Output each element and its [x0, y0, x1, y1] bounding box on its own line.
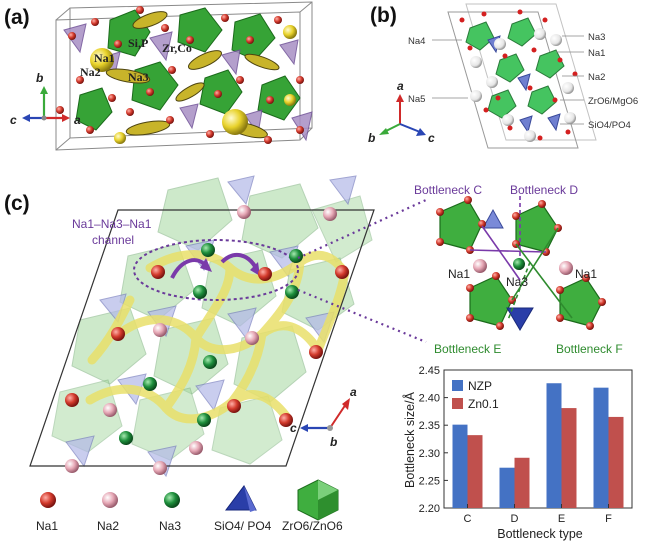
label-sip: Si,P: [128, 36, 148, 50]
axis-b-c-label: c: [428, 131, 435, 145]
legend-na3-label: Na3: [159, 519, 181, 533]
bottleneck-c-label: Bottleneck C: [414, 183, 482, 197]
chart-y-tick-label: 2.35: [419, 420, 440, 432]
chart-y-tick-label: 2.40: [419, 393, 440, 405]
panel-a-polyhedra: [64, 8, 312, 140]
bottleneck-c-line: [482, 226, 520, 280]
bottleneck-e-label: Bottleneck E: [434, 342, 501, 356]
axis-c-b-label: b: [330, 435, 337, 449]
panel-c: (c): [4, 176, 632, 541]
bottleneck-d-label: Bottleneck D: [510, 183, 578, 197]
chart-y-axis-label: Bottleneck size/Å: [402, 391, 417, 488]
axis-c-label: c: [10, 113, 17, 127]
chart-bar-zn01-e: [562, 408, 577, 508]
label-zro6-mgo6: ZrO6/MgO6: [588, 96, 638, 107]
label-na2: Na2: [80, 65, 101, 79]
chart-y-tick-label: 2.30: [419, 448, 440, 460]
chart-legend: NZP Zn0.1: [452, 379, 499, 411]
chart-bar-zn01-f: [609, 417, 624, 508]
inset-na1-right-label: Na1: [575, 267, 597, 281]
legend-na1-swatch: [40, 492, 56, 508]
axis-c-a-label: a: [350, 385, 357, 399]
legend-na3-swatch: [164, 492, 180, 508]
axis-c-c-label: c: [290, 421, 297, 435]
label-na3: Na3: [128, 70, 149, 84]
legend-sio4-label: SiO4/ PO4: [214, 519, 272, 533]
panel-c-label: (c): [4, 192, 30, 215]
label-na4: Na4: [408, 36, 425, 47]
chart-x-ticks: C D E F: [464, 504, 613, 525]
channel-title-line1: Na1–Na3–Na1: [72, 217, 152, 231]
panel-a-label: (a): [4, 6, 30, 29]
legend-na2-label: Na2: [97, 519, 119, 533]
legend-na1-label: Na1: [36, 519, 58, 533]
panel-b-polyhedra: [466, 18, 564, 132]
panel-b: (b): [368, 4, 638, 148]
chart-bar-zn01-c: [468, 435, 483, 508]
label-zrco: Zr,Co: [162, 41, 192, 55]
chart-legend-swatch: [452, 398, 463, 409]
legend-zro6-label: ZrO6/ZnO6: [282, 519, 343, 533]
axis-b-label: b: [36, 71, 43, 85]
panel-c-axis-triad: a c b: [290, 385, 357, 449]
label-na1: Na1: [94, 51, 115, 65]
chart-x-tick-label: D: [511, 513, 519, 525]
axis-b-a-label: a: [397, 79, 404, 93]
legend-na2-swatch: [102, 492, 118, 508]
inset-na1-left-label: Na1: [448, 267, 470, 281]
panel-b-axis-triad: a b c: [368, 79, 435, 145]
inset-na3-label: Na3: [506, 275, 528, 289]
channel-title-line2: channel: [92, 233, 134, 247]
chart-legend-label: Zn0.1: [468, 397, 499, 411]
chart-bar-zn01-d: [515, 458, 530, 508]
label-b-na1: Na1: [588, 48, 605, 59]
bottleneck-f-label: Bottleneck F: [556, 342, 623, 356]
chart-legend-swatch: [452, 380, 463, 391]
chart-bar-nzp-d: [500, 468, 515, 508]
panel-b-label: (b): [370, 4, 397, 27]
chart-bar-nzp-e: [547, 383, 562, 508]
bottleneck-size-bar-chart: 2.20 2.25 2.30 2.35 2.40 2.45 C D E F NZP Zn0.1 B…: [402, 365, 632, 541]
chart-y-tick-label: 2.45: [419, 365, 440, 377]
chart-x-axis-label: Bottleneck type: [497, 527, 583, 541]
label-b-na2: Na2: [588, 72, 605, 83]
chart-x-tick-label: E: [558, 513, 565, 525]
chart-x-tick-label: F: [605, 513, 612, 525]
chart-y-tick-label: 2.20: [419, 503, 440, 515]
chart-bar-nzp-c: [453, 425, 468, 508]
chart-y-tick-label: 2.25: [419, 475, 440, 487]
label-b-na3: Na3: [588, 32, 605, 43]
chart-legend-label: NZP: [468, 379, 492, 393]
panel-c-legend: Na1 Na2 Na3 SiO4/ PO4 ZrO6/ZnO6: [36, 480, 343, 533]
axis-a-label: a: [74, 113, 81, 127]
chart-bar-nzp-f: [594, 388, 609, 508]
panel-a: (a): [4, 2, 312, 150]
bottleneck-inset: Na1 Na3 Na1 Bottleneck C Bottleneck D Bo…: [414, 183, 623, 356]
label-sio4-po4: SiO4/PO4: [588, 120, 631, 131]
axis-b-b-label: b: [368, 131, 375, 145]
chart-x-tick-label: C: [464, 513, 472, 525]
label-na5: Na5: [408, 94, 425, 105]
bottleneck-d-line: [470, 250, 546, 252]
